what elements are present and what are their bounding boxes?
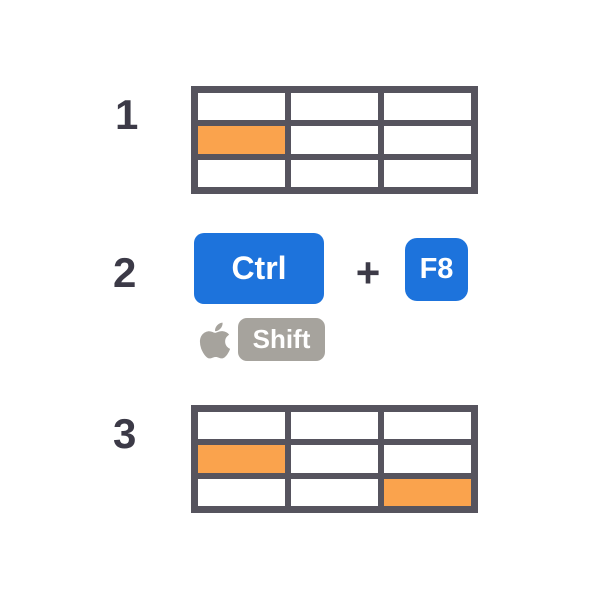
table-cell xyxy=(384,126,471,154)
table-cell xyxy=(198,412,285,440)
table-cell xyxy=(291,159,378,187)
highlighted-cell xyxy=(198,445,285,473)
table-cell xyxy=(198,159,285,187)
step-2-number: 2 xyxy=(113,249,137,296)
table-cell xyxy=(291,412,378,440)
highlighted-cell xyxy=(384,478,471,506)
table-cell xyxy=(198,93,285,121)
table-cell xyxy=(384,445,471,473)
table-cell xyxy=(198,478,285,506)
table-cell xyxy=(384,93,471,121)
table-cell xyxy=(291,93,378,121)
shift-key: Shift xyxy=(238,318,325,361)
highlighted-cell xyxy=(198,126,285,154)
table-cell xyxy=(384,159,471,187)
table-after xyxy=(191,405,478,513)
table-cell xyxy=(291,445,378,473)
step-1-number: 1 xyxy=(115,91,139,138)
plus-separator: + xyxy=(355,249,381,296)
apple-icon xyxy=(199,320,231,361)
table-cell xyxy=(291,478,378,506)
table-cell xyxy=(291,126,378,154)
table-cell xyxy=(384,412,471,440)
f8-key: F8 xyxy=(405,238,468,301)
ctrl-key: Ctrl xyxy=(194,233,324,304)
step-3-number: 3 xyxy=(113,410,137,457)
table-before xyxy=(191,86,478,194)
